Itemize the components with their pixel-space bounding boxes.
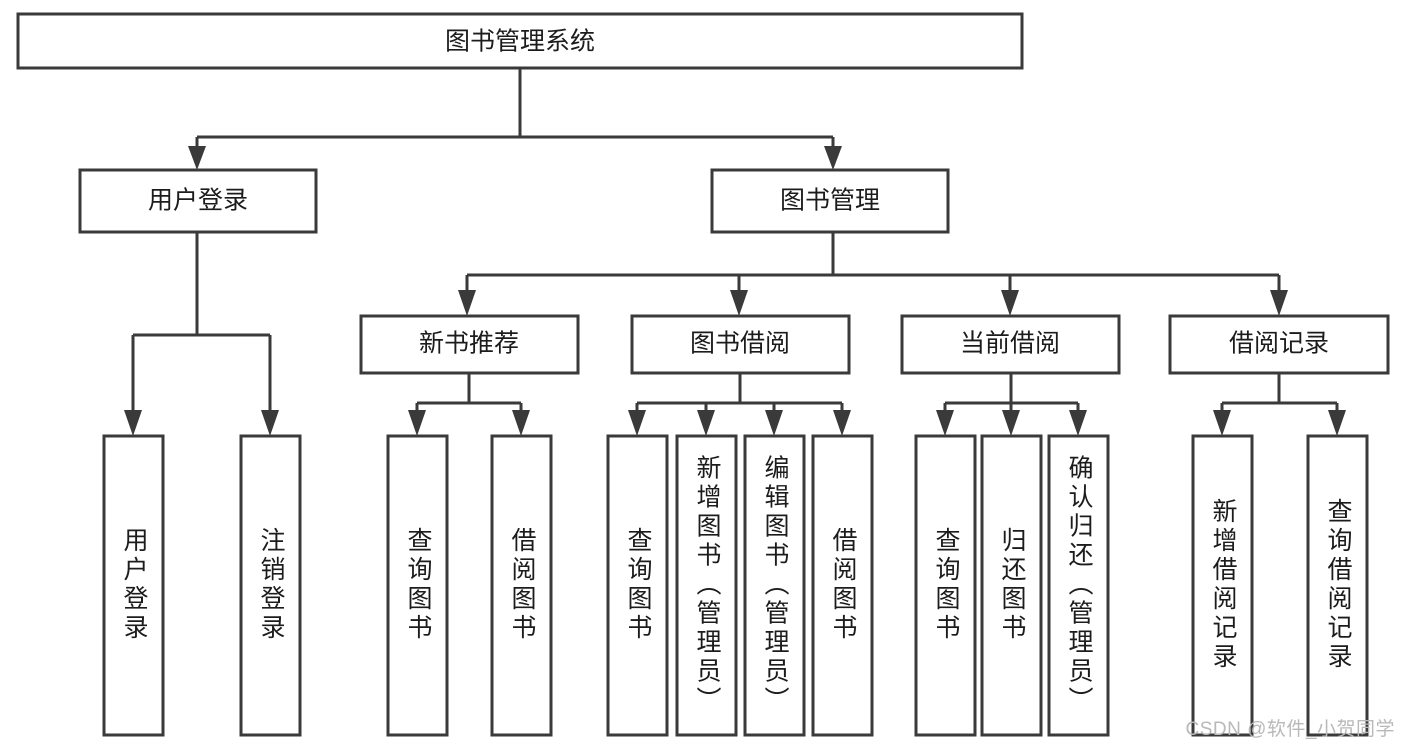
arrowhead-leaf-query-book-3 [936,410,954,436]
leaf-query-book-1-label: 查询图书 [404,527,433,643]
connectors-group [124,68,1346,436]
node-borrow-record-box[interactable] [1168,314,1390,375]
arrowhead-borrow-record [1270,290,1288,316]
leaf-borrow-book-1-label: 借阅图书 [508,527,537,643]
leaf-edit-book-label: 编辑图书（管理员） [761,455,790,716]
arrowhead-leaf-user-login [124,410,142,436]
node-book-management-box[interactable] [710,168,950,234]
leaf-query-record-label: 查询借阅记录 [1324,498,1353,672]
leaf-confirm-return-label: 确认归还（管理员） [1065,455,1094,716]
arrowhead-current-borrow [1001,290,1019,316]
leaf-borrow-book-1-box[interactable] [490,434,553,737]
leaf-query-book-3-label: 查询图书 [932,527,961,643]
leaf-add-record-label: 新增借阅记录 [1209,498,1238,672]
arrowhead-leaf-add-record [1213,410,1231,436]
arrowhead-new-book-recommend [458,290,476,316]
leaf-query-book-2[interactable]: 查询图书 [606,434,669,737]
leaf-add-record-box[interactable] [1191,434,1254,737]
leaf-query-book-3-box[interactable] [914,434,977,737]
arrowhead-leaf-borrow-book-2 [833,410,851,436]
leaf-add-book-box[interactable] [675,434,738,737]
node-borrow-record-label: 借阅记录 [1229,330,1329,358]
leaf-query-record-box[interactable] [1306,434,1369,737]
leaf-add-book-label: 新增图书（管理员） [693,455,722,716]
arrowhead-user-login [188,146,206,170]
leaf-user-login[interactable]: 用户登录 [102,434,165,737]
node-current-borrow[interactable]: 当前借阅 [900,314,1121,375]
leaf-user-login-label: 用户登录 [120,527,149,643]
leaf-borrow-book-2[interactable]: 借阅图书 [811,434,874,737]
node-root[interactable]: 图书管理系统 [16,12,1024,70]
node-new-book-recommend[interactable]: 新书推荐 [359,314,580,375]
node-user-login-box[interactable] [78,168,318,234]
arrowhead-leaf-query-record [1328,410,1346,436]
leaf-confirm-return-box[interactable] [1047,434,1110,737]
node-book-management-label: 图书管理 [780,187,880,215]
leaf-query-book-2-box[interactable] [606,434,669,737]
leaf-edit-book[interactable]: 编辑图书（管理员） [743,434,806,737]
node-current-borrow-box[interactable] [900,314,1121,375]
leaf-return-book[interactable]: 归还图书 [980,434,1043,737]
leaf-edit-book-box[interactable] [743,434,806,737]
leaf-add-record[interactable]: 新增借阅记录 [1191,434,1254,737]
leaf-logout-login[interactable]: 注销登录 [239,434,302,737]
node-book-borrow[interactable]: 图书借阅 [630,314,851,375]
leaf-confirm-return[interactable]: 确认归还（管理员） [1047,434,1110,737]
node-new-book-recommend-label: 新书推荐 [419,330,519,358]
leaf-add-book[interactable]: 新增图书（管理员） [675,434,738,737]
node-book-management[interactable]: 图书管理 [710,168,950,234]
watermark-text: CSDN @软件_小贺同学 [1185,719,1395,740]
leaf-return-book-label: 归还图书 [998,527,1027,643]
arrowhead-leaf-edit-book [765,410,783,436]
arrowhead-leaf-query-book-2 [628,410,646,436]
leaf-borrow-book-2-label: 借阅图书 [829,527,858,643]
node-root-box[interactable] [16,12,1024,70]
leaf-logout-login-label: 注销登录 [257,527,286,643]
node-borrow-record[interactable]: 借阅记录 [1168,314,1390,375]
arrowhead-leaf-return-book [1002,410,1020,436]
arrowhead-leaf-add-book [697,410,715,436]
node-book-borrow-box[interactable] [630,314,851,375]
node-current-borrow-label: 当前借阅 [960,330,1060,358]
arrowhead-leaf-logout-login [261,410,279,436]
leaf-query-book-1-box[interactable] [386,434,449,737]
arrowhead-leaf-query-book-1 [408,410,426,436]
leaf-return-book-box[interactable] [980,434,1043,737]
node-book-borrow-label: 图书借阅 [690,330,790,358]
node-root-label: 图书管理系统 [445,28,595,56]
arrowhead-leaf-borrow-book-1 [512,410,530,436]
leaf-user-login-box[interactable] [102,434,165,737]
arrowhead-book-management [824,146,842,170]
leaf-borrow-book-1[interactable]: 借阅图书 [490,434,553,737]
node-user-login[interactable]: 用户登录 [78,168,318,234]
node-user-login-label: 用户登录 [148,187,248,215]
leaf-logout-login-box[interactable] [239,434,302,737]
leaf-query-book-2-label: 查询图书 [624,527,653,643]
arrowhead-leaf-confirm-return [1069,410,1087,436]
leaf-query-book-1[interactable]: 查询图书 [386,434,449,737]
arrowhead-book-borrow [730,290,748,316]
node-new-book-recommend-box[interactable] [359,314,580,375]
leaf-query-record[interactable]: 查询借阅记录 [1306,434,1369,737]
leaf-borrow-book-2-box[interactable] [811,434,874,737]
leaf-query-book-3[interactable]: 查询图书 [914,434,977,737]
